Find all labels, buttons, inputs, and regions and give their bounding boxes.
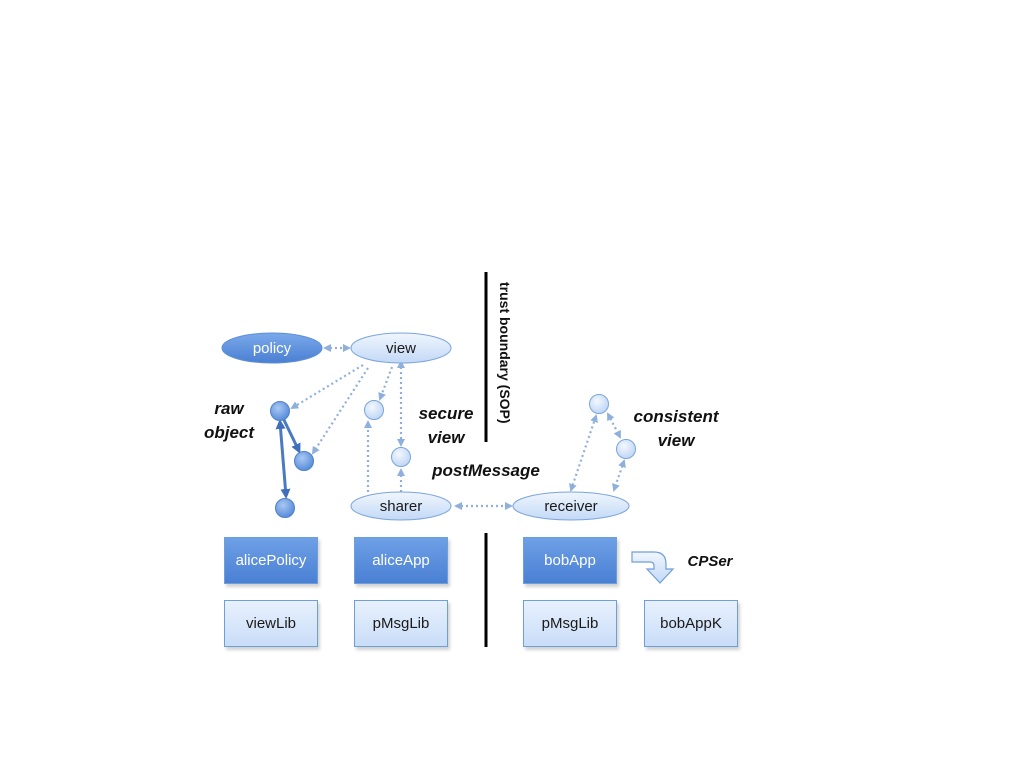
secure-view-label-line2: view [427, 428, 465, 447]
receiver-node [512, 491, 630, 521]
consistent-view-circle-2 [616, 439, 636, 459]
view-rawobj-arrow [290, 364, 364, 410]
policy-node [221, 332, 323, 364]
bob-pmsglib-box: pMsgLib [523, 600, 617, 647]
sharer-node [350, 491, 452, 521]
consistent2-receiver-arrow [612, 459, 626, 492]
raw-object-arrow-1 [275, 419, 291, 499]
raw-object-circle-top [270, 401, 290, 421]
consistent1-consistent2-arrow [607, 412, 621, 439]
raw-object-arrow-2 [282, 419, 301, 454]
bob-appk-box: bobAppK [644, 600, 738, 647]
policy-node-label: policy [252, 340, 292, 357]
raw-object-label-line1: raw [214, 399, 244, 418]
raw-object-circle-bottom [275, 498, 295, 518]
alice-app-box: aliceApp [354, 537, 448, 584]
trust-boundary-label: trust boundary (SOP) [497, 282, 513, 424]
view-lib-box: viewLib [224, 600, 318, 647]
bob-app-box: bobApp [523, 537, 617, 584]
alice-policy-box: alicePolicy [224, 537, 318, 584]
view-node-label: view [385, 340, 416, 357]
raw-object-circle-mid [294, 451, 314, 471]
raw-object-label-line2: object [203, 423, 255, 442]
receiver-consistent1-arrow [569, 414, 598, 492]
consistent-view-label-line1: consistent [633, 407, 719, 426]
sharer-node-label: sharer [379, 498, 423, 515]
cpser-arrow [631, 551, 675, 584]
view-node [350, 332, 452, 364]
secure-view-label-line1: secure [418, 404, 474, 423]
secure-view-circle-2 [391, 447, 411, 467]
view-rawobj2-arrow [311, 367, 369, 455]
alice-pmsglib-box: pMsgLib [354, 600, 448, 647]
view-secure1-arrow [378, 366, 394, 401]
receiver-node-label: receiver [544, 498, 598, 515]
postmessage-label: postMessage [432, 461, 540, 480]
secure-view-circle-1 [364, 400, 384, 420]
cpser-label: CPSer [687, 553, 733, 570]
consistent-view-circle-1 [589, 394, 609, 414]
consistent-view-label-line2: view [657, 431, 695, 450]
